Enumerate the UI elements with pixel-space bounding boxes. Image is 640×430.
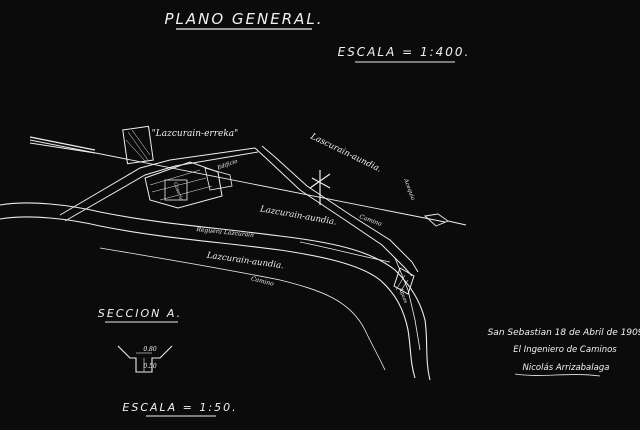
signature-role: El Ingeniero de Caminos [513,345,617,355]
river [0,202,431,381]
section-profile [117,345,173,373]
signature-place-date: San Sebastian 18 de Abril de 1909. [488,328,640,338]
canal [59,145,419,277]
weir [393,267,415,295]
section-dim-side: 0.50 [143,363,157,370]
drawing-title: PLANO GENERAL. [164,10,323,28]
section-scale-label: ESCALA = 1:50. [122,401,237,414]
alignment-line [29,136,467,227]
building-main [144,161,233,209]
building-farmhouse [122,125,154,165]
label-seccion-mark: Aguas [397,286,408,304]
signature-name: Nicolás Arrizabalaga [523,363,610,373]
roads [99,241,421,371]
section-marker [309,170,331,205]
signature-flourish [514,373,601,377]
main-scale-label: ESCALA = 1:400. [338,45,471,59]
section-dim-top: 0.80 [143,346,157,353]
section-label: SECCION A. [98,307,182,320]
label-farmhouse: "Lazcurain-erreka" [152,129,239,139]
